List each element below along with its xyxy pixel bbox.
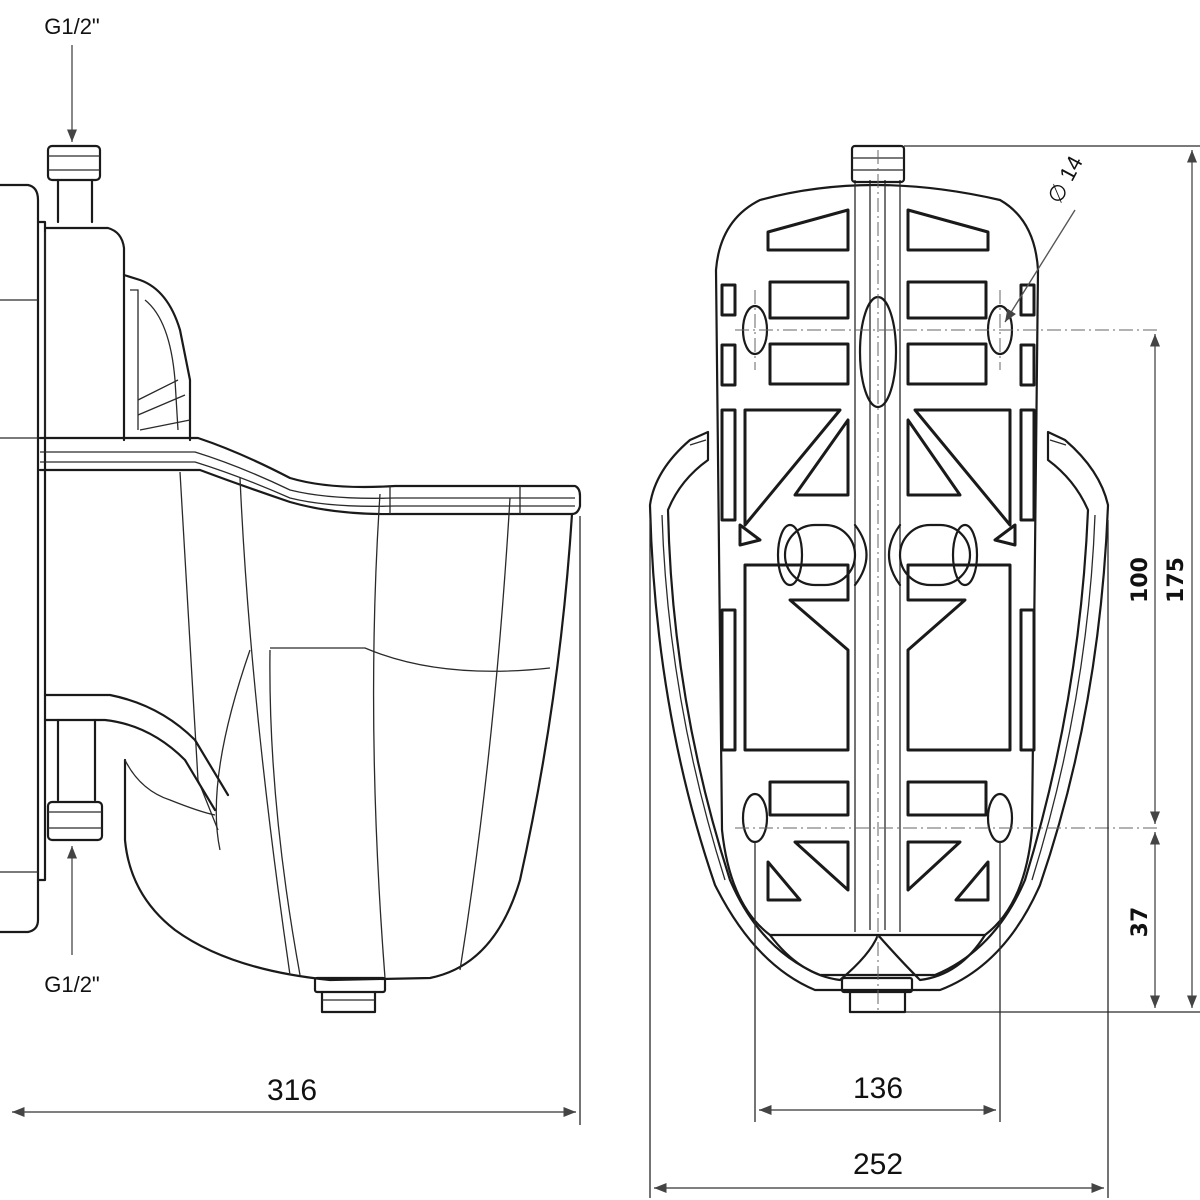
dimension-100: 100 <box>1128 557 1153 603</box>
float-cylinders <box>776 523 979 587</box>
dimension-37: 37 <box>1128 907 1153 938</box>
dimension-175: 175 <box>1164 557 1189 603</box>
mount-hole-bl <box>741 792 769 844</box>
grid-slots <box>720 208 1036 902</box>
dimension-136: 136 <box>853 1072 903 1105</box>
mount-hole-br <box>986 792 1014 844</box>
front-view: ∅ 14 175 100 37 136 252 <box>648 144 1200 1198</box>
dimension-hole-diameter: ∅ 14 <box>1042 152 1087 208</box>
bowl-rim <box>38 436 582 516</box>
thread-label-top: G1/2" <box>44 14 100 39</box>
top-inlet-fitting <box>43 144 126 442</box>
drain-plug-front <box>768 933 987 1014</box>
thread-label-bottom: G1/2" <box>44 972 100 997</box>
dimension-316: 316 <box>267 1074 317 1107</box>
bowl-body <box>123 471 574 982</box>
dimension-252: 252 <box>853 1148 903 1181</box>
bottom-inlet-fitting <box>43 693 230 842</box>
drain-plug-side <box>313 976 387 1014</box>
side-view: G1/2" G1/2" 316 <box>0 14 582 1125</box>
